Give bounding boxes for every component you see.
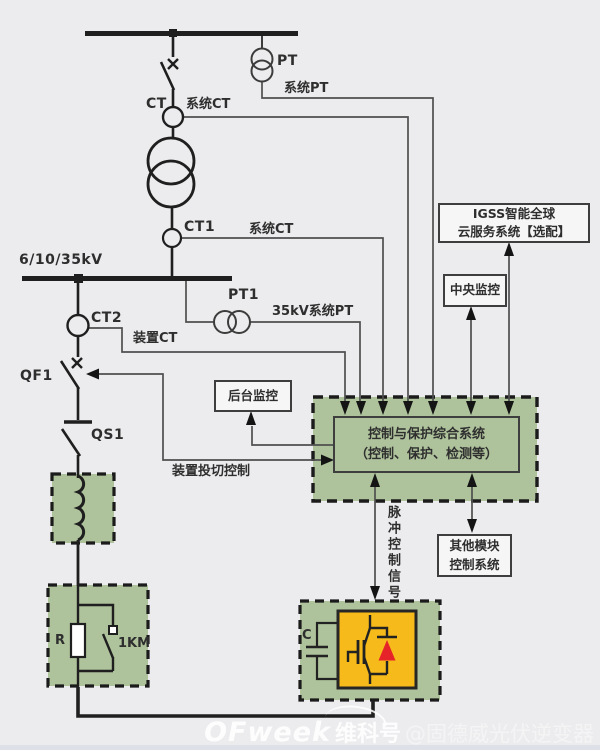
capacitor-symbol <box>306 621 338 681</box>
ct-label: CT <box>146 96 167 112</box>
softstart-circuit <box>69 586 118 687</box>
igss-line1: IGSS智能全球 <box>472 205 556 221</box>
other-modules-line1: 其他模块 <box>449 538 500 554</box>
ct1-line-label: 系统CT <box>249 222 294 237</box>
qf1-label: QF1 <box>20 368 53 384</box>
igbt-symbol <box>346 615 397 684</box>
pt1-label: PT1 <box>228 287 260 303</box>
central-monitor-label: 中央监控 <box>449 282 500 298</box>
central-monitor-box: 中央监控 <box>443 274 507 307</box>
reactor-symbol <box>73 474 86 542</box>
signal-wires <box>88 82 510 589</box>
pt-label: PT <box>277 53 298 69</box>
other-modules-box: 其他模块 控制系统 <box>437 534 512 577</box>
primary-circuit <box>22 29 375 718</box>
breaker-symbol-top <box>159 58 179 91</box>
control-system-line2: （控制、保护、检测等） <box>354 446 498 462</box>
device-ct-label: 装置CT <box>133 331 178 346</box>
km-contact-blade <box>101 633 115 659</box>
softstart-panel <box>46 583 150 688</box>
igss-cloud-box: IGSS智能全球 云服务系统【选配】 <box>438 203 590 243</box>
pt-symbol <box>250 36 274 83</box>
system-ct-label: 系统CT <box>186 97 231 112</box>
igbt-module <box>306 609 418 690</box>
igbt-box <box>336 609 418 690</box>
bus-voltage-label: 6/10/35kV <box>19 252 103 268</box>
km-contact-fixed <box>108 625 118 635</box>
qs1-label: QS1 <box>91 427 125 443</box>
capacitor-label: C <box>302 628 312 643</box>
junction-dot-top <box>169 29 177 37</box>
system-pt-label: 系统PT <box>284 81 329 96</box>
pt1-line-label: 35kV系统PT <box>272 304 354 319</box>
watermark-brand: OFweek <box>204 717 331 748</box>
dc-link-wire <box>76 687 375 718</box>
watermark-handle: @固德威光伏逆变器 <box>405 722 594 746</box>
ct1-label: CT1 <box>184 219 216 235</box>
bottom-strip <box>0 745 600 750</box>
backend-monitor-label: 后台监控 <box>227 387 278 403</box>
junction-dot-bus <box>74 274 83 283</box>
flow-arrows <box>86 242 514 600</box>
switch-control-label: 装置投切控制 <box>172 464 251 479</box>
other-modules-line2: 控制系统 <box>449 556 500 572</box>
ct2-label: CT2 <box>91 310 123 326</box>
watermark-account: 维科号 <box>334 722 401 747</box>
pt1-symbol <box>213 310 251 334</box>
backend-monitor-box: 后台监控 <box>214 380 292 412</box>
control-system-line1: 控制与保护综合系统 <box>367 427 485 442</box>
transformer-symbol <box>146 136 196 209</box>
diode-symbol <box>378 640 396 661</box>
ct2-symbol <box>66 313 90 338</box>
resistor-label: R <box>55 633 66 648</box>
watermark: OFweek 维科号 @固德威光伏逆变器 <box>204 716 594 748</box>
contactor-label: 1KM <box>118 636 151 651</box>
qs1-switch-symbol <box>60 420 92 457</box>
control-protection-box: 控制与保护综合系统 （控制、保护、检测等） <box>333 416 520 473</box>
resistor-symbol <box>69 622 87 659</box>
ct1-symbol <box>161 227 183 249</box>
igss-line2: 云服务系统【选配】 <box>457 224 571 239</box>
qf1-breaker-symbol <box>59 357 83 390</box>
pulse-signal-label: 脉冲控制信号 <box>385 505 400 601</box>
